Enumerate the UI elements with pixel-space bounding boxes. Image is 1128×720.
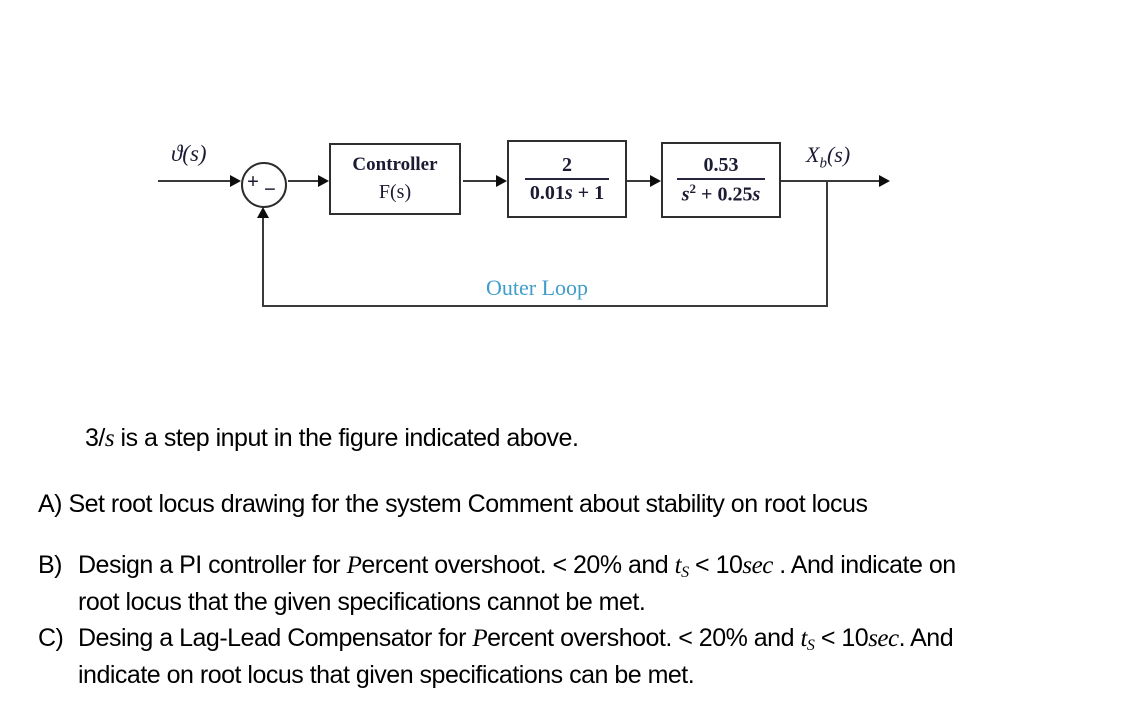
signal-line [463, 180, 496, 182]
arrowhead-icon [257, 207, 269, 218]
takeoff-line [826, 181, 828, 307]
item-b-line1: B)Design a PI controller for Percent ove… [38, 551, 956, 581]
transfer-function-fraction: 2 0.01s + 1 [524, 154, 610, 205]
arrowhead-icon [496, 175, 507, 187]
item-c-line1: C)Desing a Lag-Lead Compensator for Perc… [38, 624, 954, 654]
item-a: A) Set root locus drawing for the system… [38, 490, 868, 518]
transfer-function-fraction: 0.53 s2 + 0.25s [676, 154, 766, 207]
outer-loop-label: Outer Loop [486, 275, 589, 300]
signal-line [288, 180, 318, 182]
minus-sign: − [264, 177, 276, 201]
controller-block: Controller F(s) [329, 143, 461, 215]
controller-title: Controller [352, 154, 438, 176]
controller-transfer-function: F(s) [378, 180, 412, 203]
plant-block: 0.53 s2 + 0.25s [661, 142, 781, 218]
arrowhead-icon [650, 175, 661, 187]
feedback-line [262, 305, 828, 307]
arrowhead-icon [230, 175, 241, 187]
signal-line [627, 180, 650, 182]
output-line [781, 180, 879, 182]
step-input-note: 3/s is a step input in the figure indica… [85, 424, 579, 452]
output-signal-label: Xb(s) [806, 142, 851, 172]
input-signal-label: ϑ(s) [171, 141, 207, 166]
summing-junction: + − [241, 162, 287, 208]
item-c-line2: indicate on root locus that given specif… [78, 661, 695, 689]
arrowhead-icon [879, 175, 890, 187]
arrowhead-icon [318, 175, 329, 187]
feedback-line [262, 218, 264, 306]
item-b-line2: root locus that the given specifications… [78, 588, 646, 616]
plus-sign: + [247, 169, 259, 193]
input-line [158, 180, 230, 182]
actuator-block: 2 0.01s + 1 [507, 140, 627, 218]
